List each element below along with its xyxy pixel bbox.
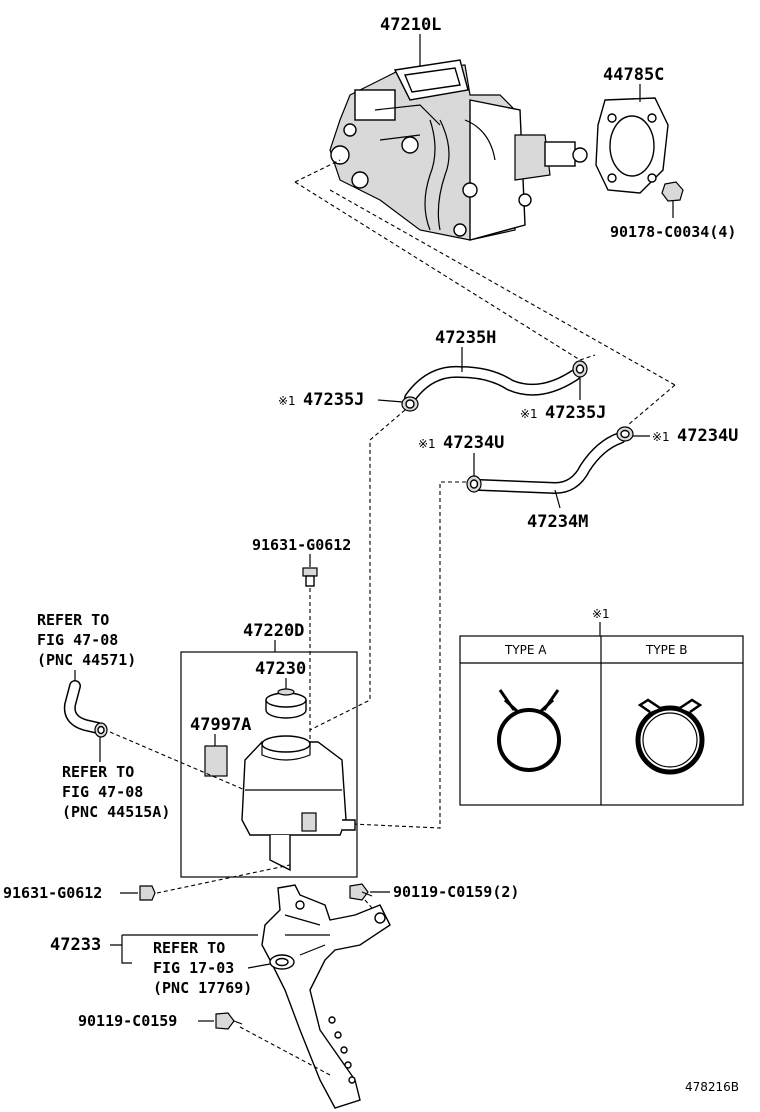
refer-lower-line-2: FIG 17-03 bbox=[153, 959, 234, 977]
refer-upper-line-2: FIG 47-08 bbox=[37, 631, 118, 649]
small-hose[interactable] bbox=[63, 680, 104, 734]
refer-lower-line-3: (PNC 17769) bbox=[153, 979, 252, 997]
refer-middle-line-3: (PNC 44515A) bbox=[62, 803, 170, 821]
bolt-90119-c0159-2[interactable] bbox=[349, 883, 373, 901]
refer-upper-line-1: REFER TO bbox=[37, 611, 109, 629]
clamp-47235j-left[interactable] bbox=[401, 396, 419, 412]
label-clamp-j-left: 47235J bbox=[303, 390, 364, 410]
clamp-type-legend: ※1 TYPE A TYPE B bbox=[459, 607, 744, 806]
clamp-47234u-left[interactable] bbox=[466, 475, 482, 493]
bolt-90119-c0159[interactable] bbox=[215, 1012, 243, 1030]
refer-middle-line-1: REFER TO bbox=[62, 763, 134, 781]
mark-clamp-u-upper: ※1 bbox=[652, 430, 670, 444]
legend-type-a: TYPE A bbox=[504, 643, 547, 657]
label-reservoir-assy: 47220D bbox=[243, 621, 304, 641]
label-gasket: 44785C bbox=[603, 65, 664, 85]
hose-47235h[interactable] bbox=[404, 365, 581, 404]
reservoir-tank[interactable] bbox=[241, 735, 356, 872]
refer-middle-line-2: FIG 47-08 bbox=[62, 783, 143, 801]
label-plate[interactable] bbox=[204, 745, 228, 777]
clamp-type-b-icon bbox=[635, 698, 705, 775]
mark-clamp-j-left: ※1 bbox=[278, 394, 296, 408]
refer-upper-line-3: (PNC 44571) bbox=[37, 651, 136, 669]
refer-middle: REFER TO FIG 47-08 (PNC 44515A) bbox=[62, 763, 170, 821]
clip-bottom[interactable] bbox=[139, 885, 156, 901]
reservoir-cap[interactable] bbox=[265, 688, 307, 719]
legend-mark: ※1 bbox=[592, 607, 610, 621]
bracket-47233[interactable] bbox=[261, 884, 391, 1109]
clamp-47235j-right[interactable] bbox=[572, 360, 588, 378]
hose-47234m[interactable] bbox=[474, 432, 626, 495]
refer-upper: REFER TO FIG 47-08 (PNC 44571) bbox=[37, 611, 136, 669]
clip-top[interactable] bbox=[302, 567, 318, 587]
refer-lower: REFER TO FIG 17-03 (PNC 17769) bbox=[153, 939, 252, 997]
figure-id: 478216B bbox=[685, 1080, 739, 1094]
brake-booster-assembly[interactable] bbox=[329, 59, 588, 241]
label-bolt-1: 90119-C0159 bbox=[78, 1012, 177, 1030]
reservoir-assembly-box bbox=[180, 651, 358, 878]
label-label-plate: 47997A bbox=[190, 715, 251, 735]
label-clip-bottom: 91631-G0612 bbox=[3, 884, 102, 902]
refer-lower-line-1: REFER TO bbox=[153, 939, 225, 957]
gasket-nut[interactable] bbox=[661, 181, 684, 202]
label-gasket-nut: 90178-C0034(4) bbox=[610, 223, 736, 241]
label-hose-h: 47235H bbox=[435, 328, 496, 348]
label-cap: 47230 bbox=[255, 659, 306, 679]
label-booster: 47210L bbox=[380, 15, 441, 35]
label-bolt-2: 90119-C0159(2) bbox=[393, 883, 519, 901]
clamp-type-a-icon bbox=[497, 689, 561, 772]
label-bracket: 47233 bbox=[50, 935, 101, 955]
mark-clamp-u-left: ※1 bbox=[418, 437, 436, 451]
label-clamp-u-upper: 47234U bbox=[677, 426, 738, 446]
label-clamp-j-right: 47235J bbox=[545, 403, 606, 423]
label-hose-m: 47234M bbox=[527, 512, 588, 532]
legend-type-b: TYPE B bbox=[645, 643, 688, 657]
label-clamp-u-left: 47234U bbox=[443, 433, 504, 453]
clamp-47234u-upper[interactable] bbox=[616, 426, 634, 442]
mark-clamp-j-right: ※1 bbox=[520, 407, 538, 421]
label-clip-top: 91631-G0612 bbox=[252, 536, 351, 554]
gasket[interactable] bbox=[595, 97, 669, 194]
small-clamp[interactable] bbox=[94, 722, 108, 738]
